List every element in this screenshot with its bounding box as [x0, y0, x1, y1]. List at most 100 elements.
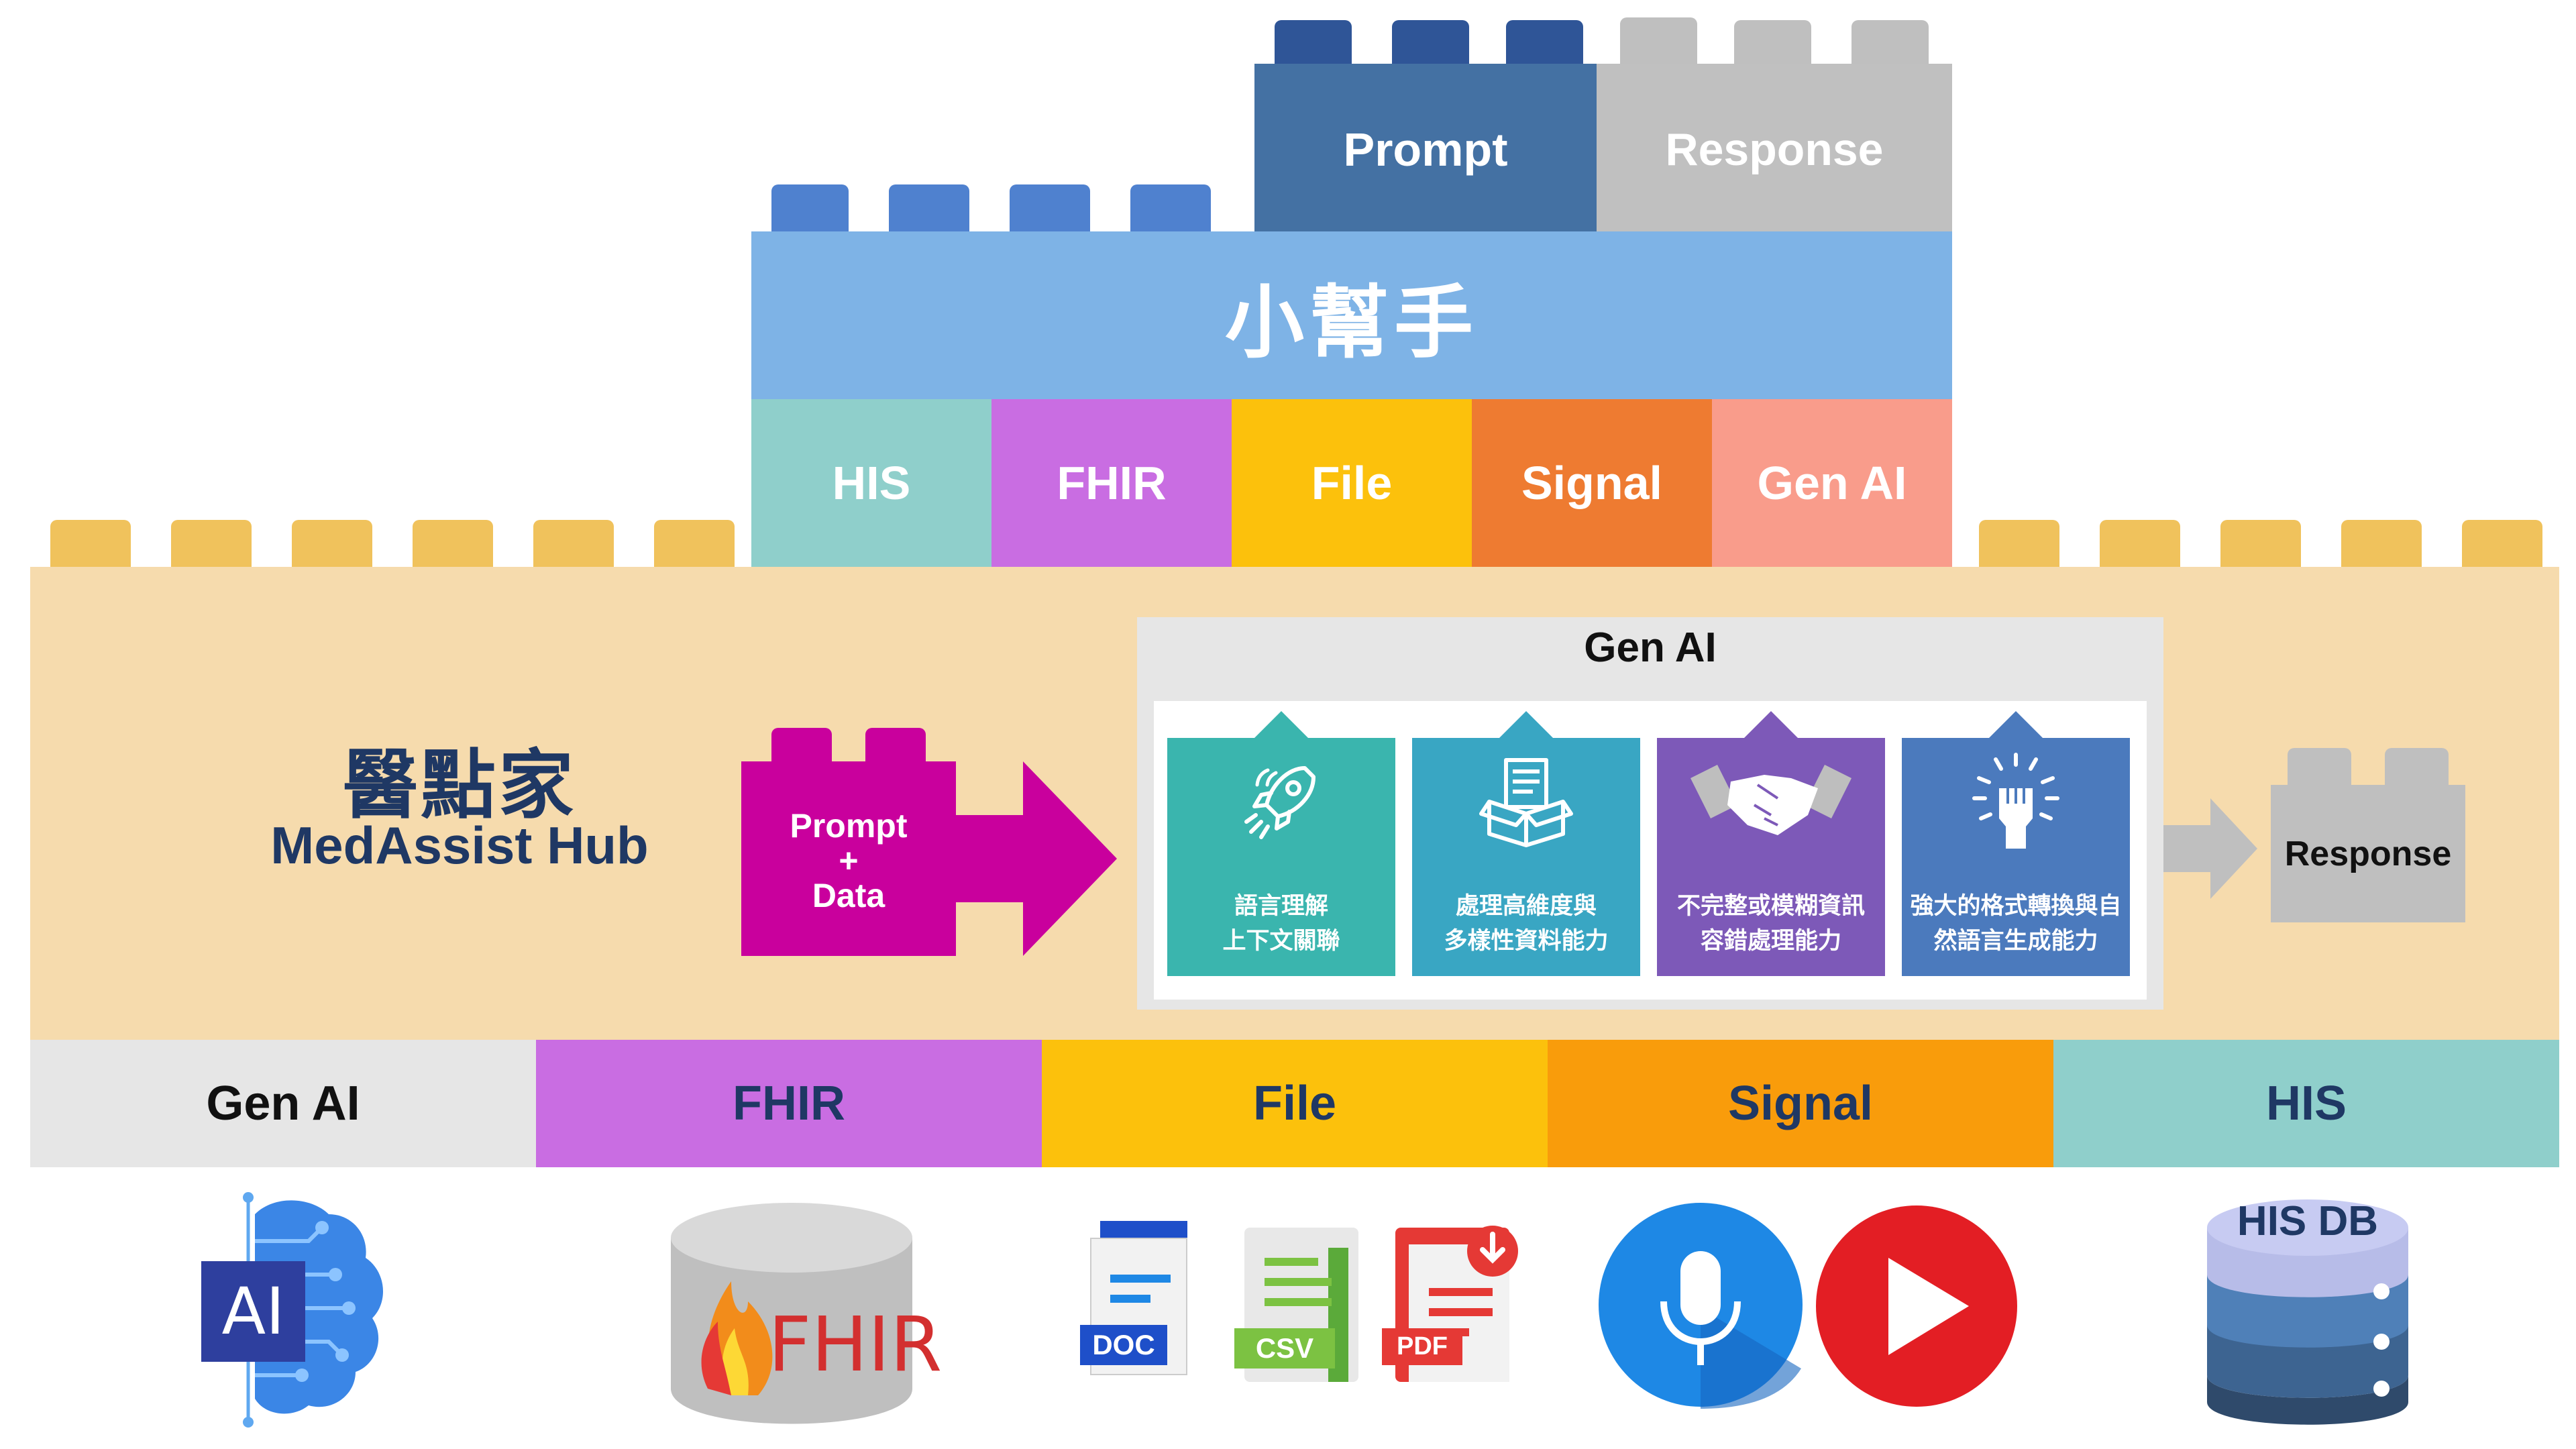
medassist-hub: 醫點家 MedAssist Hub Prompt + Data Gen AI [30, 567, 2559, 1040]
response-output-stud [2288, 748, 2351, 788]
card-fault-tolerance: 不完整或模糊資訊 容錯處理能力 [1657, 711, 1885, 976]
card-language-understanding: 語言理解 上下文關聯 [1167, 711, 1395, 976]
doc-label: DOC [1092, 1329, 1155, 1360]
prompt-block: Prompt [1254, 64, 1597, 235]
fhir-logo-text: FHIR [768, 1301, 943, 1389]
card-line-1: 強大的格式轉換與自 [1910, 893, 2122, 919]
card-line-1: 處理高維度與 [1455, 893, 1597, 919]
segment-label: Gen AI [1757, 457, 1907, 509]
prompt-label: Prompt [1343, 123, 1508, 176]
genai-panel: Gen AI 語言理解 上下文關聯 [1137, 617, 2163, 1010]
genai-panel-title: Gen AI [1584, 625, 1717, 671]
his-db-label: HIS DB [2237, 1198, 2379, 1244]
database-stack-icon [2207, 1199, 2408, 1425]
card-label: 語言理解 上下文關聯 [1167, 889, 1395, 959]
download-icon [1467, 1226, 1518, 1277]
helper-stud [1130, 184, 1211, 231]
segment-label: HIS [832, 457, 911, 509]
pdf-file-icon: PDF [1382, 1226, 1523, 1395]
handshake-icon [1690, 765, 1851, 835]
prompt-data-body [741, 761, 956, 956]
prompt-stud [1392, 20, 1469, 67]
csv-file-icon: CSV [1234, 1228, 1362, 1395]
helper-segment-genai: Gen AI [1712, 399, 1952, 567]
prompt-data-text: Prompt + Data [741, 808, 956, 913]
arrow-right-icon [943, 761, 1117, 956]
prompt-data-line-2: + [839, 842, 859, 879]
card-label: 不完整或模糊資訊 容錯處理能力 [1657, 889, 1885, 959]
bottom-segment-label: Gen AI [206, 1077, 360, 1130]
hub-stud [2220, 520, 2301, 567]
helper-block-group: 小幫手 HIS FHIR File Signal Gen AI [751, 184, 1952, 567]
bottom-segment-his: HIS [2053, 1040, 2559, 1167]
card-tab [1254, 711, 1308, 738]
bottom-segment-genai: Gen AI [30, 1040, 536, 1167]
microphone-icon [1597, 1201, 1805, 1409]
helper-segment-fhir: FHIR [991, 399, 1232, 567]
ai-label-box: AI [201, 1261, 305, 1362]
fist-icon [1972, 753, 2059, 849]
genai-cards-container: 語言理解 上下文關聯 處理高維度與 [1154, 701, 2147, 1000]
hub-stud [2462, 520, 2542, 567]
card-high-dimensional-data: 處理高維度與 多樣性資料能力 [1412, 711, 1640, 976]
card-tab [1744, 711, 1798, 738]
fhir-database-icon: FHIR [667, 1201, 943, 1429]
prompt-data-block: Prompt + Data [741, 728, 1117, 956]
play-icon [1815, 1204, 2019, 1409]
card-tab [1499, 711, 1553, 738]
bottom-segment-label: File [1252, 1077, 1337, 1130]
pdf-label: PDF [1397, 1332, 1448, 1360]
bottom-segment-label: FHIR [733, 1077, 845, 1130]
hub-stud [292, 520, 372, 567]
helper-stud [1010, 184, 1090, 231]
card-line-2: 容錯處理能力 [1700, 928, 1841, 954]
hub-stud [413, 520, 493, 567]
card-label: 強大的格式轉換與自 然語言生成能力 [1902, 889, 2130, 959]
helper-segments: HIS FHIR File Signal Gen AI [751, 399, 1952, 567]
prompt-data-line-3: Data [812, 877, 885, 914]
response-stud [1734, 20, 1811, 67]
card-format-conversion: 強大的格式轉換與自 然語言生成能力 [1902, 711, 2130, 976]
prompt-stud [1506, 20, 1583, 67]
helper-segment-his: HIS [751, 399, 991, 567]
card-line-2: 上下文關聯 [1222, 928, 1340, 954]
response-stud [1851, 20, 1929, 67]
hub-stud [1979, 520, 2059, 567]
helper-title-bar: 小幫手 [751, 231, 1952, 399]
response-output-stud [2385, 748, 2449, 788]
rocket-icon [1244, 766, 1316, 839]
card-label: 處理高維度與 多樣性資料能力 [1412, 889, 1640, 959]
card-tab [1989, 711, 2043, 738]
response-block: Response [1597, 64, 1952, 235]
response-label: Response [1665, 123, 1884, 175]
ai-brain-icon: AI [195, 1187, 396, 1429]
prompt-response-block: Prompt Response [1254, 17, 1952, 235]
hub-stud [533, 520, 614, 567]
bottom-category-bar: Gen AI FHIR File Signal HIS [30, 1040, 2559, 1167]
arrow-right-icon [2163, 798, 2257, 899]
helper-stud [889, 184, 969, 231]
card-line-2: 多樣性資料能力 [1444, 928, 1609, 954]
response-output-label: Response [2284, 834, 2452, 873]
his-database-icon: HIS DB [2200, 1181, 2415, 1429]
prompt-data-stud [865, 728, 926, 765]
helper-segment-signal: Signal [1472, 399, 1712, 567]
segment-label: File [1311, 457, 1393, 509]
bottom-segment-label: Signal [1727, 1077, 1874, 1130]
bottom-segment-label: HIS [2265, 1077, 2347, 1130]
box-data-icon [1479, 758, 1573, 847]
csv-label: CSV [1255, 1332, 1314, 1364]
helper-title: 小幫手 [1224, 278, 1479, 368]
bottom-segment-signal: Signal [1548, 1040, 2053, 1167]
file-icons-group: DOC CSV PDF [1073, 1221, 1529, 1395]
hub-title-english: MedAssist Hub [270, 816, 649, 875]
hub-stud [654, 520, 735, 567]
bottom-segment-file: File [1042, 1040, 1548, 1167]
hub-stud [2100, 520, 2180, 567]
prompt-data-line-1: Prompt [790, 807, 908, 845]
prompt-stud [1275, 20, 1352, 67]
card-line-2: 然語言生成能力 [1933, 928, 2098, 954]
bottom-segment-fhir: FHIR [536, 1040, 1042, 1167]
helper-stud [771, 184, 849, 231]
response-output-block: Response [2271, 748, 2465, 922]
